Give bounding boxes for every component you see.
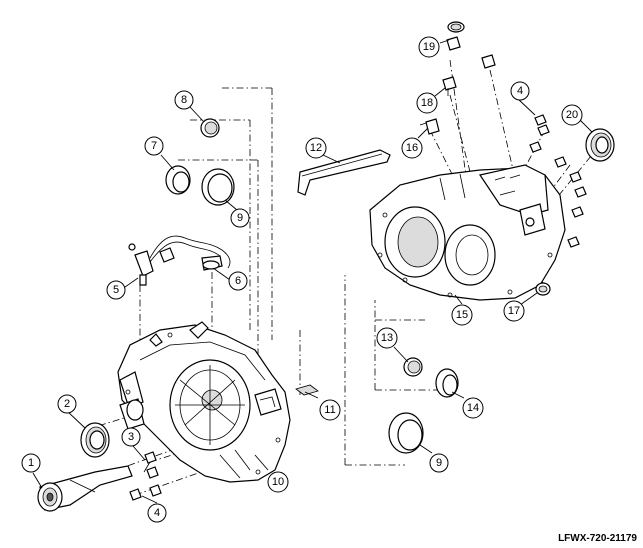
- plug-part: [535, 282, 551, 296]
- callout-label: 4: [154, 507, 160, 519]
- ring-parts-lower: [388, 357, 459, 454]
- callout-label: 5: [113, 284, 119, 296]
- callout-label: 9: [237, 212, 243, 224]
- callout-label: 17: [508, 305, 520, 317]
- plate-part: [295, 384, 319, 396]
- callout-c18: 18: [416, 92, 438, 114]
- callout-c17: 17: [503, 300, 525, 322]
- oil-seal-part: [80, 422, 110, 458]
- small-sensor-part: [419, 118, 440, 135]
- callout-c8: 8: [174, 90, 194, 110]
- callout-label: 6: [235, 275, 241, 287]
- callout-label: 19: [423, 41, 435, 53]
- bolts-lower-left: [129, 451, 162, 501]
- callout-label: 2: [64, 398, 70, 410]
- callout-label: 13: [381, 332, 393, 344]
- callout-label: 20: [566, 109, 578, 121]
- release-fork-part: [37, 465, 133, 512]
- transmission-case-part: [369, 164, 566, 301]
- callout-c1: 1: [21, 453, 41, 473]
- callout-c19: 19: [418, 36, 440, 58]
- callout-label: 14: [467, 402, 479, 414]
- callout-label: 4: [517, 85, 523, 97]
- callout-label: 3: [128, 431, 134, 443]
- callout-c12: 12: [305, 137, 327, 159]
- callout-label: 9: [436, 457, 442, 469]
- bracket-part: [297, 149, 391, 196]
- callout-c3: 3: [121, 427, 141, 447]
- callout-c14: 14: [462, 397, 484, 419]
- callout-label: 15: [456, 309, 468, 321]
- callout-c9a: 9: [230, 208, 250, 228]
- callout-c6: 6: [228, 271, 248, 291]
- callout-c15: 15: [451, 304, 473, 326]
- callout-c4b: 4: [510, 81, 530, 101]
- callout-label: 11: [324, 404, 335, 416]
- upper-bolts: [442, 21, 496, 96]
- callout-c7: 7: [144, 136, 164, 156]
- callout-c9b: 9: [429, 453, 449, 473]
- ring-parts-upper: [165, 118, 235, 206]
- callout-c2: 2: [57, 394, 77, 414]
- leader-lines: [32, 39, 593, 504]
- callout-label: 1: [28, 457, 34, 469]
- diagram-code: LFWX-720-21179: [558, 533, 637, 544]
- callout-c4a: 4: [147, 503, 167, 523]
- callout-label: 12: [310, 142, 322, 154]
- sensor-part: [128, 235, 231, 286]
- callout-c11: 11: [319, 399, 341, 421]
- callout-c5: 5: [106, 280, 126, 300]
- callout-label: 8: [181, 94, 187, 106]
- callout-label: 18: [421, 97, 433, 109]
- callout-label: 7: [151, 140, 157, 152]
- callout-c13: 13: [376, 327, 398, 349]
- callout-c10: 10: [267, 471, 289, 493]
- clutch-housing-part: [117, 321, 291, 483]
- callout-c16: 16: [401, 137, 423, 159]
- callout-c20: 20: [561, 104, 583, 126]
- switch-part: [201, 255, 223, 271]
- callout-label: 10: [272, 476, 284, 488]
- callout-label: 16: [406, 142, 418, 154]
- bolts-right: [529, 114, 587, 248]
- seal-right-part: [585, 128, 615, 162]
